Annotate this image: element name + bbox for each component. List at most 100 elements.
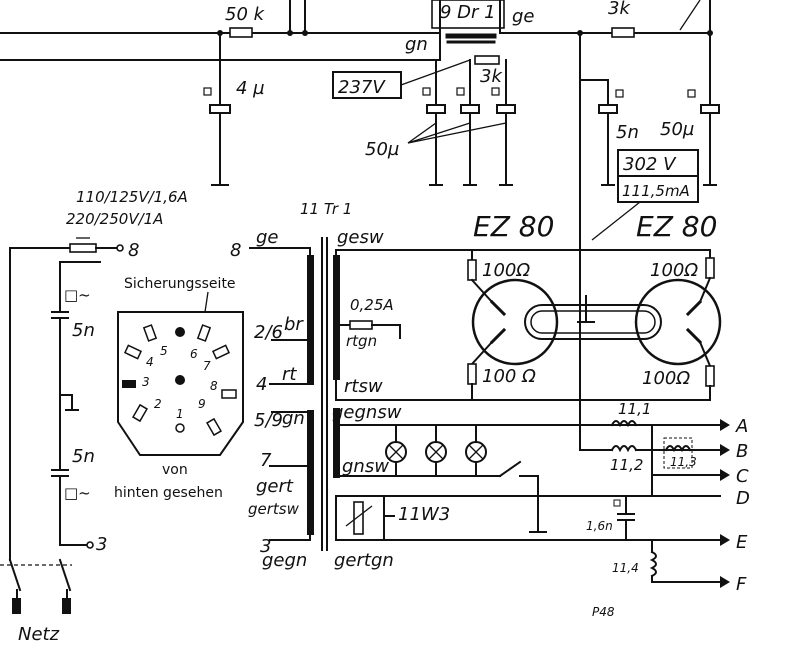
tube-ez80-right [634, 278, 722, 366]
mains-input: 110/125V/1,6A 220/250V/1A 8 □~ 5n 5n □~ … [0, 188, 188, 645]
label-100-tl: 100Ω [482, 260, 530, 281]
dial-lamp-1 [385, 441, 407, 463]
label-pri-br: br [284, 314, 304, 335]
label-gn-top: gn [405, 34, 428, 55]
label-302v: 302 V [623, 154, 677, 175]
label-sock-6: 6 [190, 347, 198, 361]
label-sock-8: 8 [210, 379, 218, 393]
label-3k-mid: 3k [480, 66, 503, 87]
resistor-100-br [705, 365, 715, 387]
label-50u-left: 50µ [365, 139, 399, 160]
label-100-tr: 100Ω [650, 260, 698, 281]
terminal-b: B [736, 441, 748, 462]
label-pri-gert: gert [256, 476, 294, 497]
plug-pin-right [62, 598, 71, 614]
label-coil-113: 11,3 [670, 455, 697, 469]
label-sock-3: 3 [142, 375, 150, 389]
label-ge-top: ge [512, 6, 535, 27]
label-111ma: 111,5mA [622, 182, 690, 200]
terminal-c: C [736, 466, 749, 487]
dial-lamp-3 [465, 441, 487, 463]
mains-fuse [69, 243, 97, 253]
resistor-100-tr [705, 257, 715, 279]
label-50k: 50 k [225, 4, 266, 25]
label-4u: 4 µ [236, 78, 265, 99]
plug-pin-left [12, 598, 21, 614]
label-100-bl: 100 Ω [482, 366, 536, 387]
resistor-100-tl [467, 259, 477, 281]
label-pri-8: 8 [230, 240, 241, 261]
label-pri-gertsw: gertsw [248, 500, 300, 518]
potentiometer-11w3 [353, 501, 364, 535]
label-16n: 1,6n [586, 519, 613, 533]
label-pin-8-fuse: 8 [128, 240, 139, 261]
label-sock-7: 7 [203, 359, 211, 373]
label-fuse-rating-2: 220/250V/1A [66, 210, 163, 228]
label-tube-left: EZ 80 [473, 210, 554, 243]
terminal-f: F [736, 574, 747, 595]
label-sock-9: 9 [198, 397, 206, 411]
label-3k-top: 3k [608, 0, 631, 19]
label-pri-gn: gn [282, 408, 305, 429]
output-section: 11,1 11,2 11,3 1,6n 11,4 A B C D E [579, 400, 750, 619]
label-sec-gesw: gesw [337, 227, 384, 248]
resistor-3k-top [611, 27, 635, 38]
label-5n-b: 5n [72, 446, 95, 467]
label-100-br: 100Ω [642, 368, 690, 389]
page-reference: P48 [592, 605, 615, 619]
filter-capacitors: 4 µ 237V 3k 50µ 5n [203, 32, 720, 451]
terminal-a: A [735, 416, 748, 437]
label-5n-top: 5n [616, 122, 639, 143]
label-tube-right: EZ 80 [636, 210, 717, 243]
label-fuse-025: 0,25A [350, 296, 394, 314]
label-sock-1: 1 [176, 407, 184, 421]
label-50u-right: 50µ [660, 119, 694, 140]
label-sec-gegnsw: gegnsw [332, 402, 402, 423]
label-pri-2-6: 2/6 [254, 322, 283, 343]
label-sicherungsseite: Sicherungsseite [124, 276, 236, 292]
rectifier-tubes: EZ 80 EZ 80 100Ω 100 Ω 100Ω 100Ω [467, 210, 722, 401]
label-tilde-b: □~ [64, 484, 91, 502]
label-sock-5: 5 [160, 344, 168, 358]
label-pin-3-netz: 3 [96, 534, 107, 555]
terminal-e: E [736, 532, 748, 553]
label-sec-rtsw: rtsw [344, 376, 383, 397]
label-tilde-a: □~ [64, 286, 91, 304]
label-pri-ge: ge [256, 227, 279, 248]
resistor-50k [229, 27, 253, 38]
label-pot-11w3: 11W3 [398, 504, 450, 525]
secondary-wiring: gesw 0,25A rtgn rtsw gegnsw gnsw [332, 227, 721, 571]
label-sock-4: 4 [146, 355, 154, 369]
mains-transformer: 11 Tr 1 8 ge 2/6 br 4 rt 5/9 gn 7 gert g… [230, 200, 352, 571]
label-pri-7: 7 [260, 450, 272, 471]
label-pri-3: 3 [260, 536, 271, 557]
voltage-selector-socket: Sicherungsseite 1 2 3 4 5 6 7 8 9 von hi… [114, 276, 244, 501]
top-rail-section: 50 k 9 Dr 1 ge gn 3k [0, 0, 713, 61]
label-coil-114: 11,4 [612, 561, 639, 575]
fuse-025a [349, 320, 373, 330]
tube-ez80-left [471, 278, 559, 366]
label-pri-4: 4 [256, 374, 267, 395]
label-fuse-rating-1: 110/125V/1,6A [76, 188, 188, 206]
label-sock-2: 2 [154, 397, 162, 411]
terminal-d: D [736, 488, 750, 509]
label-netz: Netz [18, 624, 60, 645]
label-hinten: hinten gesehen [114, 485, 223, 501]
label-sec-gertgn: gertgn [334, 550, 394, 571]
label-9dr1: 9 Dr 1 [440, 2, 496, 23]
label-pri-5-9: 5/9 [254, 410, 283, 431]
label-coil-112: 11,2 [610, 456, 643, 474]
label-pri-rt: rt [282, 364, 297, 385]
label-sec-rtgn: rtgn [346, 332, 377, 350]
label-coil-111: 11,1 [618, 400, 651, 418]
label-11tr1: 11 Tr 1 [300, 200, 352, 218]
resistor-3k-mid [474, 55, 500, 65]
label-von: von [162, 462, 188, 478]
label-sec-gnsw: gnsw [342, 456, 389, 477]
label-pri-gegn: gegn [262, 550, 307, 571]
label-5n-a: 5n [72, 320, 95, 341]
resistor-100-bl [467, 363, 477, 385]
label-237v: 237V [338, 77, 386, 98]
dial-lamp-2 [425, 441, 447, 463]
